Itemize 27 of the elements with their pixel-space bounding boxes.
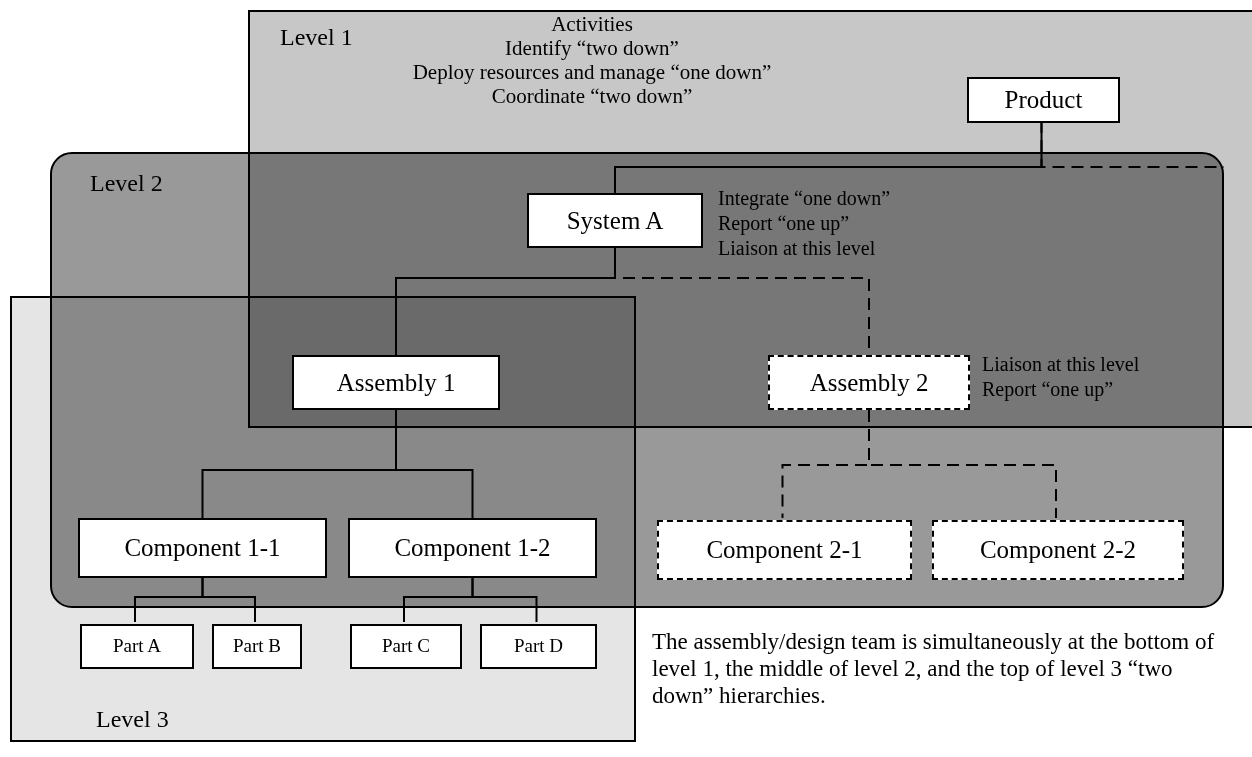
role-note: Liaison at this level	[718, 236, 877, 261]
role-note: Liaison at this level	[982, 352, 1140, 377]
role-note: Integrate “one down”	[718, 186, 891, 211]
activity-text: Activities	[551, 12, 633, 36]
hierarchy-box: Part D	[480, 624, 597, 669]
hierarchy-box: Component 2-1	[657, 520, 912, 580]
hierarchy-box: Assembly 1	[292, 355, 500, 410]
hierarchy-box: System A	[527, 193, 703, 248]
level-title: Level 2	[90, 169, 163, 198]
activity-text: Coordinate “two down”	[491, 84, 693, 108]
connector-line	[471, 577, 538, 623]
hierarchy-box: Product	[967, 77, 1120, 123]
activity-text: Deploy resources and manage “one down”	[412, 60, 772, 84]
level-title: Level 1	[280, 23, 353, 52]
level-title: Level 3	[96, 705, 169, 734]
hierarchy-box: Part C	[350, 624, 462, 669]
hierarchy-box: Component 1-2	[348, 518, 597, 578]
hierarchy-box: Component 2-2	[932, 520, 1184, 580]
hierarchy-box: Assembly 2	[768, 355, 970, 410]
activity-text: Identify “two down”	[505, 36, 679, 60]
connector-line	[201, 577, 256, 623]
role-note: Report “one up”	[718, 211, 851, 236]
hierarchy-box: Part B	[212, 624, 302, 669]
note-text: The assembly/design team is simultaneously at the bottom of level 1, the middle of level 2, and the top of level 3 “two down” hierarchies.	[652, 628, 1216, 709]
hierarchy-box: Component 1-1	[78, 518, 327, 578]
hierarchy-box: Part A	[80, 624, 194, 669]
role-note: Report “one up”	[982, 377, 1115, 402]
